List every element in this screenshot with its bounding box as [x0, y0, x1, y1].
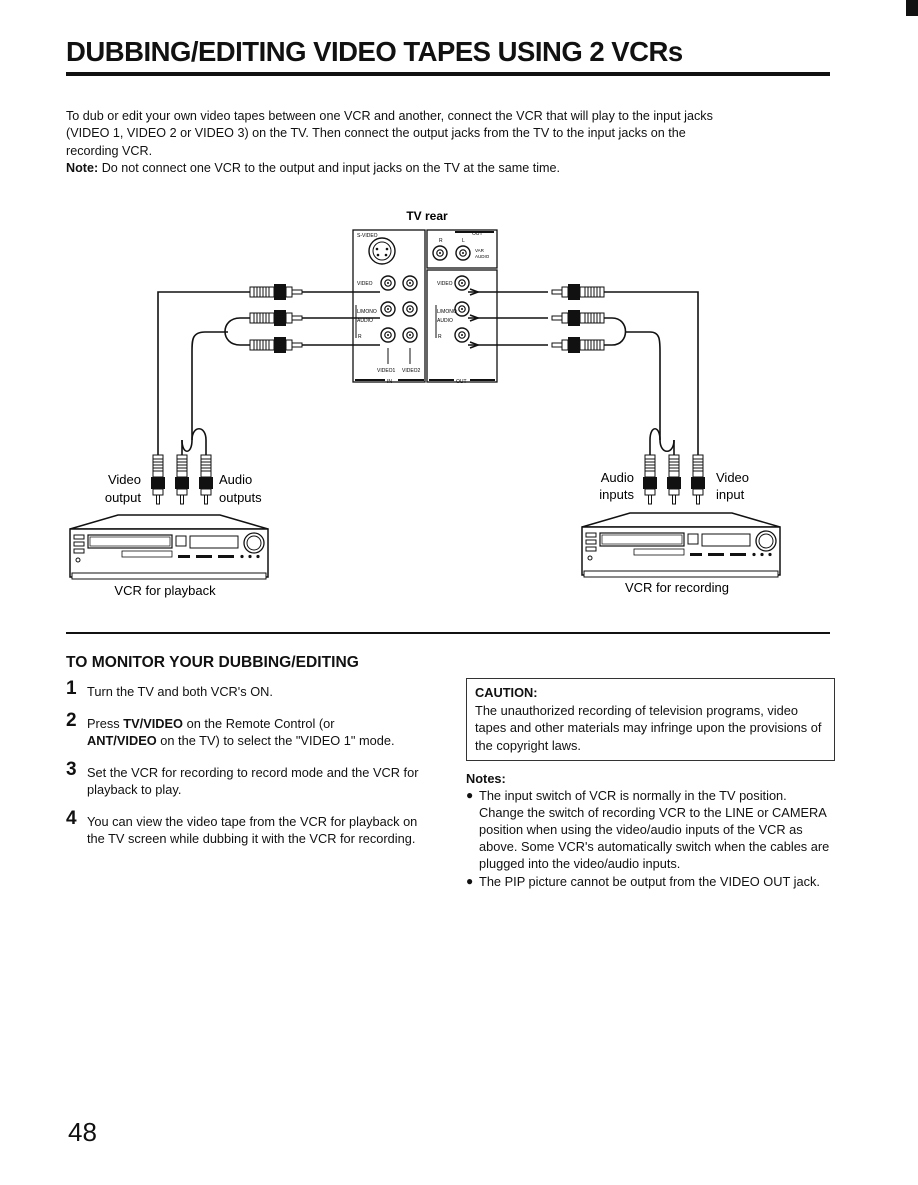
title-rule — [66, 72, 830, 76]
tv-rear-panel: TV rear S-VIDEO OUT R L VAR AUDIO VIDEO … — [352, 209, 498, 385]
step-text-a: Press — [87, 716, 124, 731]
notes-title: Notes: — [466, 771, 506, 786]
panel-out-top-label: OUT — [472, 231, 483, 237]
panel-out-r-label: R — [438, 334, 442, 340]
intro-note: Note: Do not connect one VCR to the outp… — [66, 160, 826, 177]
playback-cables — [157, 291, 380, 455]
section-rule — [66, 632, 830, 634]
recording-vcr-caption: VCR for recording — [625, 580, 729, 595]
steps-list: 1 Turn the TV and both VCR's ON. 2 Press… — [66, 678, 438, 847]
bullet-icon: ● — [466, 874, 474, 888]
panel-out-l-mono-label: L/MONO — [437, 309, 457, 315]
connection-diagram: TV rear S-VIDEO OUT R L VAR AUDIO VIDEO … — [69, 209, 781, 598]
panel-audio-small-label: AUDIO — [475, 254, 490, 259]
playback-vcr — [69, 514, 269, 580]
step-text: You can view the video tape from the VCR… — [87, 814, 418, 846]
panel-out-video-label: VIDEO — [437, 281, 453, 287]
right-input-label: input — [716, 487, 745, 502]
step-1: 1 Turn the TV and both VCR's ON. — [66, 678, 438, 700]
panel-video1-label: VIDEO1 — [377, 368, 396, 374]
right-video-label: Video — [716, 470, 749, 485]
panel-out-label: OUT — [456, 379, 467, 385]
step-3: 3 Set the VCR for recording to record mo… — [66, 759, 438, 798]
ant-video-key: ANT/VIDEO — [87, 733, 157, 748]
step-4: 4 You can view the video tape from the V… — [66, 808, 427, 847]
monitor-heading: TO MONITOR YOUR DUBBING/EDITING — [66, 654, 359, 671]
step-text-b: on the Remote Control (or — [183, 716, 335, 731]
intro-line-3: recording VCR. — [66, 143, 153, 158]
panel-r-small-label: R — [358, 334, 362, 340]
panel-r-label: R — [439, 238, 443, 244]
intro-line-2: (VIDEO 1, VIDEO 2 or VIDEO 3) on the TV.… — [66, 126, 686, 141]
right-inputs-label: inputs — [599, 487, 634, 502]
panel-l-mono-label: L/MONO — [357, 309, 377, 315]
panel-var-label: VAR — [475, 248, 485, 253]
step-2: 2 Press TV/VIDEO on the Remote Control (… — [66, 710, 438, 749]
playback-vcr-caption: VCR for playback — [114, 583, 216, 598]
note-item: ● The input switch of VCR is normally in … — [466, 787, 832, 872]
caution-title: CAUTION: — [475, 685, 538, 700]
step-number: 2 — [66, 710, 77, 731]
panel-video-label: VIDEO — [357, 281, 373, 287]
step-number: 1 — [66, 678, 77, 699]
left-video-label: Video — [108, 472, 141, 487]
left-outputs-label: outputs — [219, 490, 262, 505]
panel-s-video-label: S-VIDEO — [357, 233, 378, 239]
recording-cables — [468, 288, 699, 455]
recording-vcr — [581, 512, 781, 578]
note-item-text: The PIP picture cannot be output from th… — [479, 874, 820, 889]
note-label: Note: — [66, 161, 99, 176]
step-text-c: on the TV) to select the "VIDEO 1" mode. — [156, 733, 395, 748]
panel-in-label: IN — [387, 379, 392, 385]
left-audio-label: Audio — [219, 472, 252, 487]
right-audio-label: Audio — [601, 470, 634, 485]
panel-out-audio-label: AUDIO — [437, 318, 453, 324]
intro-line-1: To dub or edit your own video tapes betw… — [66, 109, 713, 123]
panel-video2-label: VIDEO2 — [402, 368, 421, 374]
page-title: DUBBING/EDITING VIDEO TAPES USING 2 VCRs — [66, 36, 683, 67]
step-text: Turn the TV and both VCR's ON. — [87, 684, 273, 699]
step-number: 3 — [66, 759, 77, 780]
tv-video-key: TV/VIDEO — [123, 716, 184, 731]
note-item-text: The input switch of VCR is normally in t… — [479, 788, 830, 871]
page-number: 48 — [68, 1117, 97, 1147]
panel-audio-label: AUDIO — [357, 318, 373, 324]
tv-rear-label: TV rear — [406, 209, 448, 223]
page-corner-mark — [906, 0, 918, 16]
panel-l-label: L — [462, 238, 465, 244]
caution-text: The unauthorized recording of television… — [475, 702, 822, 753]
step-number: 4 — [66, 808, 77, 829]
note-text: Do not connect one VCR to the output and… — [101, 161, 561, 176]
note-item: ● The PIP picture cannot be output from t… — [466, 873, 832, 890]
caution-box: CAUTION: The unauthorized recording of t… — [466, 678, 835, 761]
intro-text: To dub or edit your own video tapes betw… — [66, 108, 826, 178]
left-output-label: output — [105, 490, 142, 505]
bullet-icon: ● — [466, 788, 474, 802]
step-text: Set the VCR for recording to record mode… — [87, 765, 419, 797]
notes-list: ● The input switch of VCR is normally in … — [466, 787, 832, 891]
